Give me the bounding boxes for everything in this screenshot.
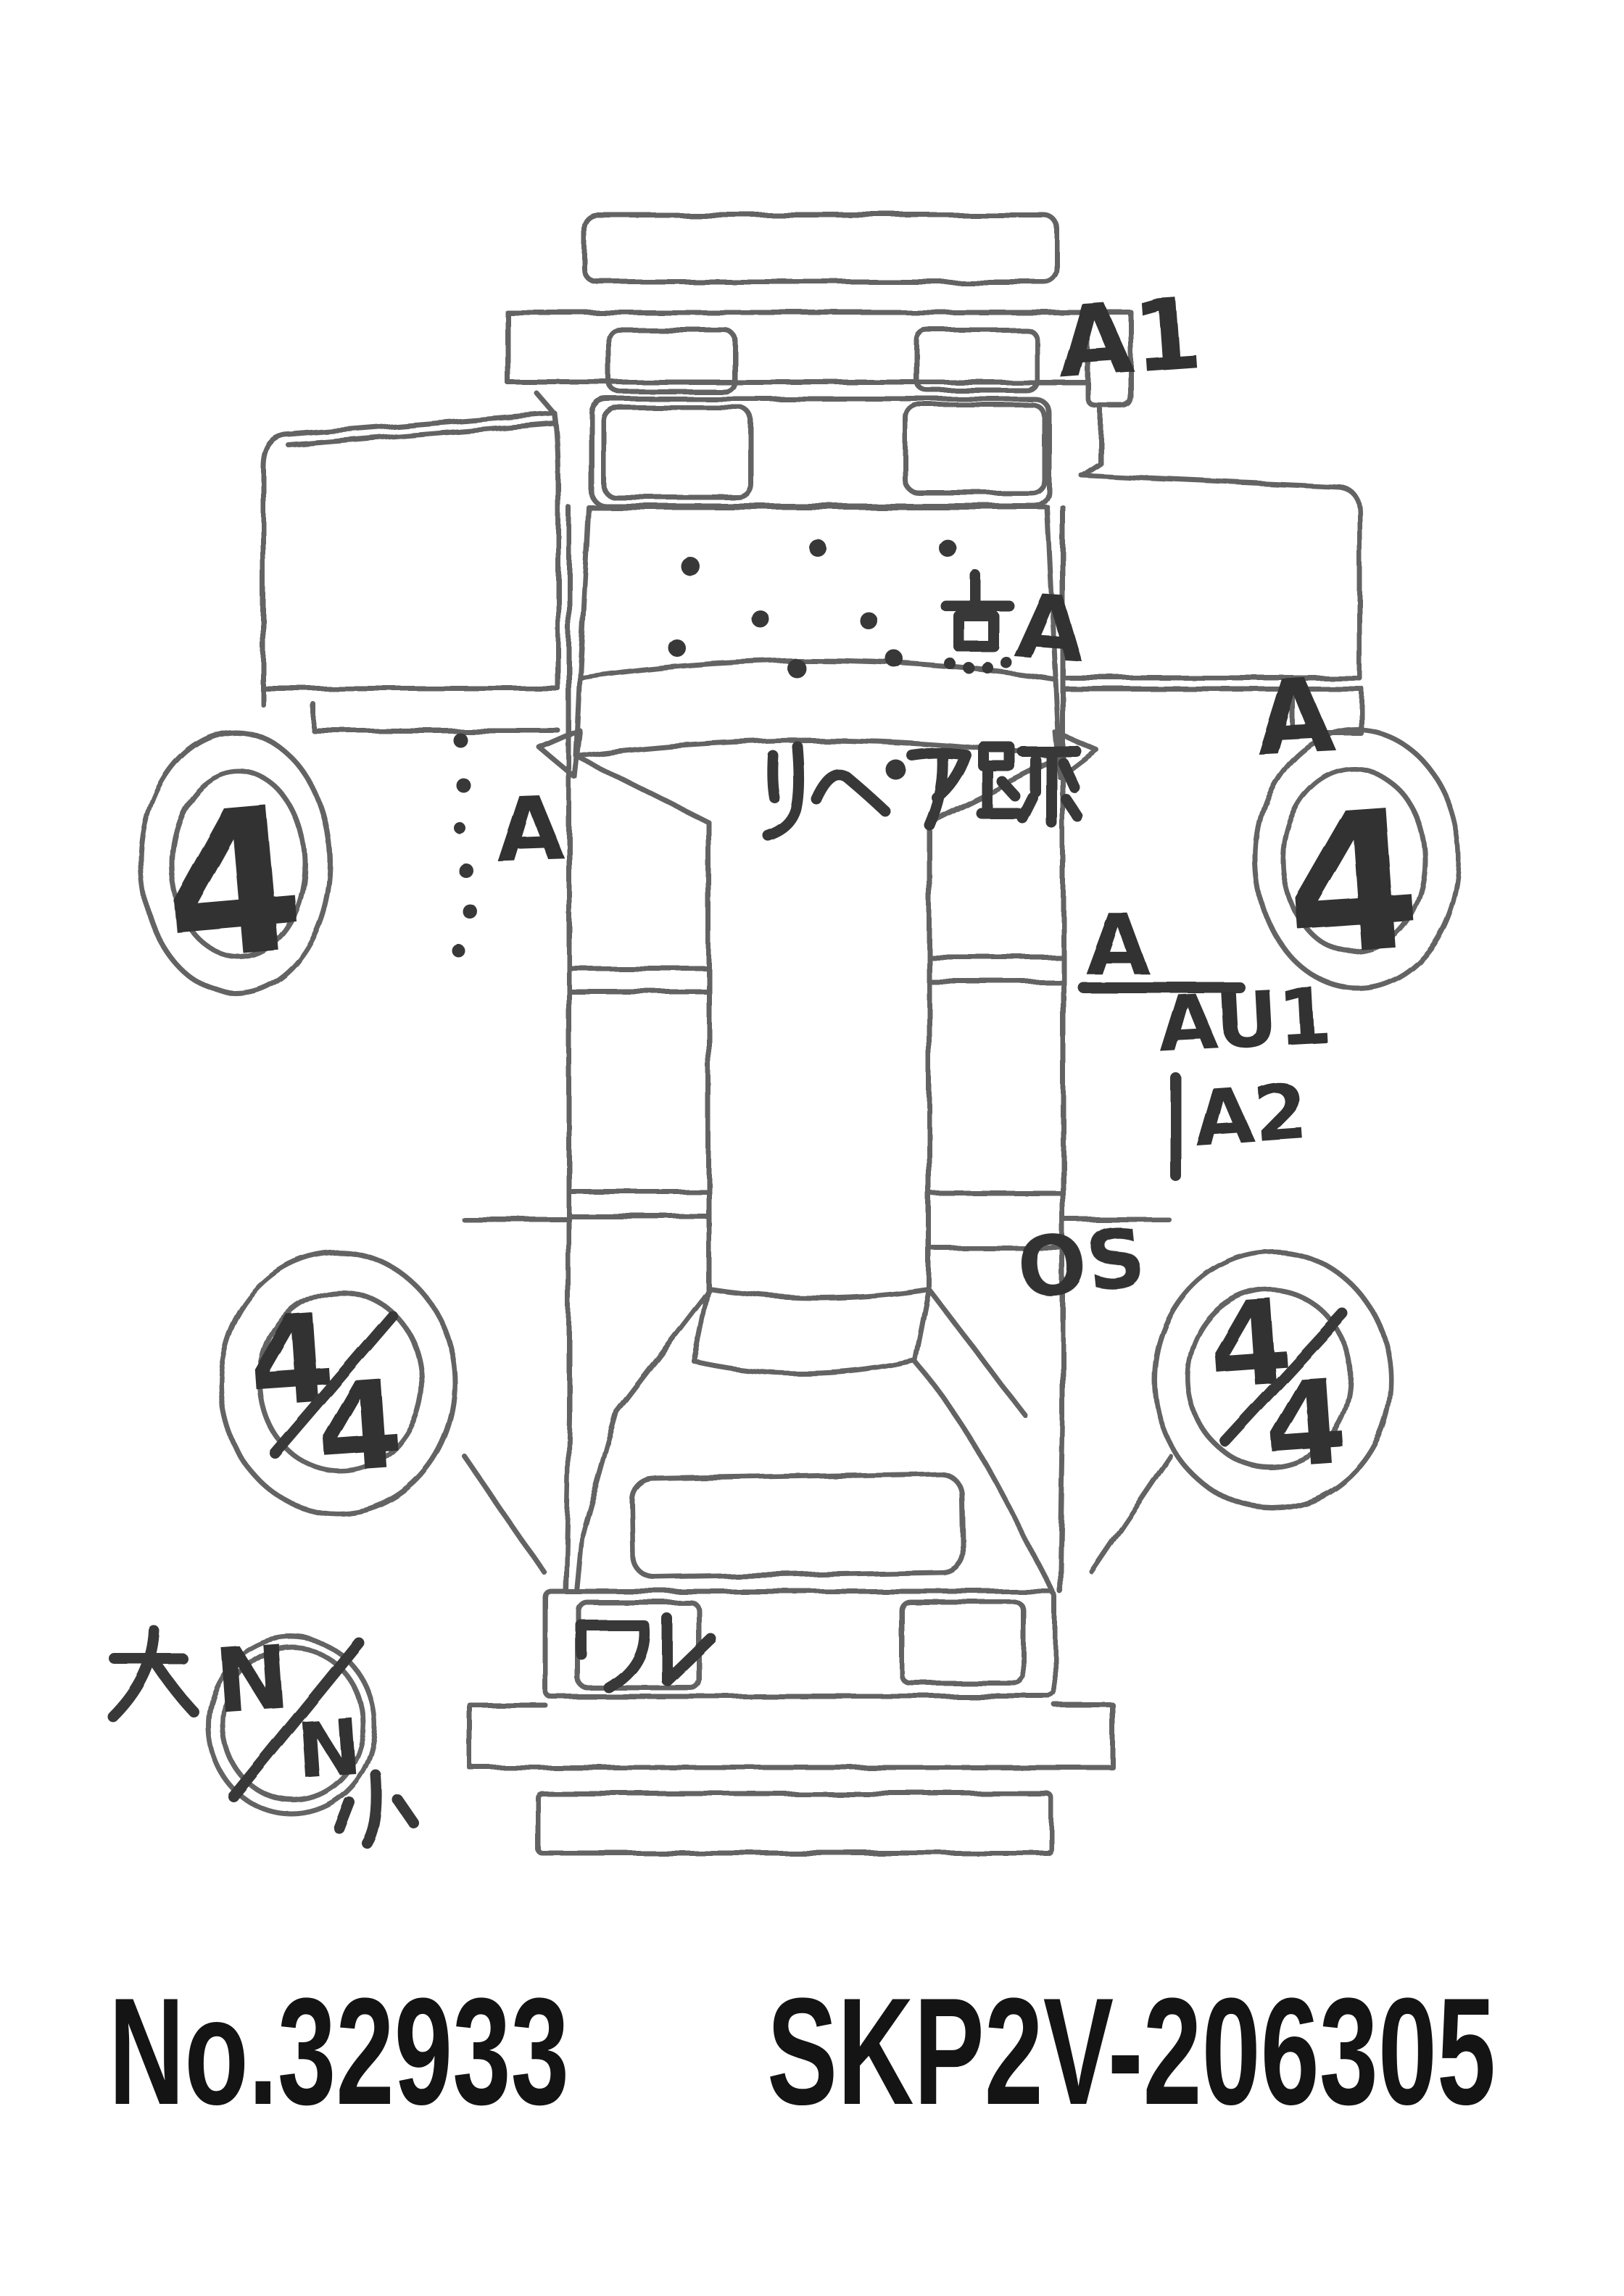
- windshield-repair-note: リペア跡: [763, 741, 1083, 842]
- right-doors: [926, 505, 1173, 1594]
- front-right-wheel: [1253, 727, 1462, 991]
- fraction-slash: [1219, 1308, 1348, 1447]
- right-door-grade-sub1: AU1: [1156, 971, 1334, 1069]
- hood-damage-dots: [668, 539, 956, 678]
- svg-text:4: 4: [1260, 1354, 1351, 1495]
- rear-panel-crack-note: ワレ: [576, 1612, 716, 1694]
- left-fender: [260, 410, 561, 734]
- right-door-grade-mark: A: [1086, 898, 1151, 995]
- svg-text:4: 4: [1204, 1274, 1296, 1415]
- left-mirror: [537, 728, 583, 780]
- auction-number: No.32933: [109, 1966, 569, 2137]
- front-panel-grade-mark: A1: [1053, 276, 1205, 399]
- spare-note-circle: [205, 1634, 378, 1817]
- spare-mark-upper: N: [212, 1625, 293, 1733]
- spare-mark-lower: N: [294, 1702, 364, 1796]
- rear-left-wheel: [218, 1250, 458, 1517]
- right-quarter-mark: OS: [1013, 1210, 1150, 1317]
- svg-text:4: 4: [312, 1353, 407, 1501]
- rear-left-wheel-mark: 4 4: [244, 1287, 407, 1501]
- rear-window: [614, 1286, 1027, 1417]
- left-fender-grade-mark: A: [494, 777, 566, 882]
- hood-panel: [577, 505, 1058, 682]
- right-door-grade-sub2: A2: [1191, 1066, 1310, 1164]
- front-right-wheel-mark: 4: [1278, 768, 1427, 1000]
- cowl-panel: [589, 396, 1052, 509]
- hood-spot-grade: A: [1012, 574, 1088, 681]
- hood-spot-label: 点 A: [940, 569, 1088, 682]
- kanji-shou-glyph: 小: [334, 1769, 419, 1849]
- right-fender-grade-mark: A: [1253, 657, 1338, 779]
- spare-note-group: 大 N N 小: [107, 1625, 419, 1849]
- svg-text:4: 4: [244, 1287, 339, 1435]
- rear-bumper: [467, 1702, 1116, 1856]
- left-doors: [461, 505, 712, 1594]
- left-side-damage-dots: [452, 734, 477, 958]
- printed-footer: No.32933 SKP2V-206305: [109, 1966, 1496, 2137]
- reference-code: SKP2V-206305: [767, 1966, 1496, 2137]
- lower-valance: [535, 1791, 1054, 1856]
- front-bumper: [581, 212, 1060, 285]
- kanji-dai-glyph: 大: [107, 1625, 200, 1723]
- handwritten-annotations: A1 点 A リペア跡: [107, 276, 1427, 1849]
- rear-right-wheel: [1151, 1248, 1393, 1511]
- headlight-left: [606, 327, 737, 394]
- roof-panel: [573, 753, 1062, 1292]
- right-door-grade-group: A AU1 A2: [1077, 898, 1334, 1182]
- right-fender: [1063, 473, 1364, 737]
- car-outline-sketch: Hand-drawn top view of car body panels: [138, 212, 1462, 1856]
- kanji-ten-glyph: [940, 569, 1015, 652]
- front-grille-bar: [505, 310, 1134, 478]
- spare-slash: [228, 1637, 365, 1802]
- tail-light-right: [899, 1599, 1027, 1686]
- tailgate: [573, 1359, 1056, 1594]
- front-left-wheel-mark: 4: [154, 763, 312, 1006]
- fraction-slash: [269, 1310, 398, 1459]
- headlight-right: [914, 327, 1040, 393]
- license-plate-recess: [629, 1471, 966, 1580]
- rear-right-wheel-mark: 4 4: [1204, 1274, 1351, 1495]
- front-left-wheel: [138, 729, 333, 996]
